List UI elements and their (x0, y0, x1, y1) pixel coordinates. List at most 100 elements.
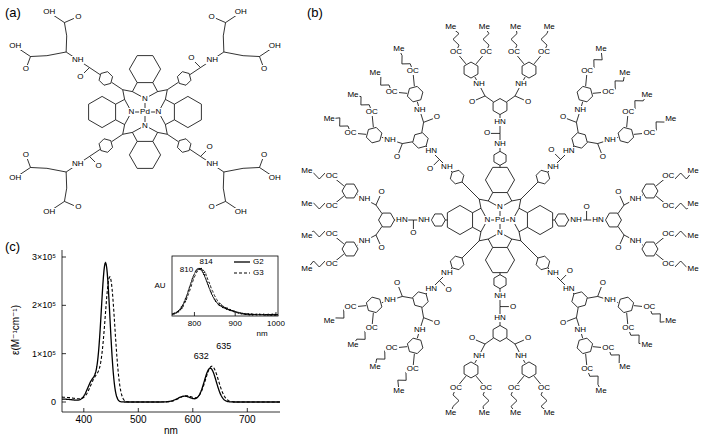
atom-label: NH (629, 195, 643, 203)
atom-label: OC (601, 344, 615, 352)
atom-label: NH (603, 296, 617, 304)
bond-line (521, 241, 538, 258)
panel-label: (a) (4, 6, 22, 19)
atom-label: Me (346, 91, 359, 99)
tick-label: 3×10⁵ (31, 253, 57, 262)
atom-label: Me (687, 167, 700, 175)
bond-line (64, 23, 66, 52)
atom-label: NH (440, 163, 454, 171)
atom-label: O (393, 153, 401, 161)
benzo-ring (447, 205, 472, 234)
atom-label: OC (507, 384, 521, 392)
benzo-ring (485, 247, 514, 272)
atom-label: Me (543, 23, 556, 31)
atom-label: Me (687, 232, 700, 240)
atom-label: NH (71, 56, 85, 64)
atom-label: OC (537, 48, 551, 56)
atom-label: OH (234, 208, 248, 216)
atom-label: O (599, 279, 607, 287)
atom-label: NH (413, 326, 427, 334)
atom-label: NH (546, 163, 560, 171)
atom-label: OC (642, 129, 656, 137)
atom-label: HN (591, 216, 605, 224)
atom-label: OC (325, 230, 339, 238)
atom-label: Me (664, 115, 677, 123)
benzene-ring (177, 139, 191, 153)
legend-text: G3 (253, 269, 264, 277)
bond-line (66, 52, 89, 68)
atom-label: OC (344, 303, 358, 311)
atom-label: O (559, 319, 567, 327)
atom-label: O (378, 188, 386, 196)
atom-label: Me (392, 387, 405, 395)
panel-label: (c) (4, 240, 21, 253)
atom-label: OC (642, 303, 656, 311)
benzene-ring (522, 362, 536, 378)
atom-label: NH (472, 352, 486, 360)
atom-label: OH (8, 174, 22, 182)
bond-line (89, 149, 100, 156)
tick-label: 900 (228, 320, 243, 328)
atom-label: HN (562, 285, 576, 293)
atom-label: OC (406, 365, 420, 373)
bond-line (521, 182, 538, 199)
atom-label: O (206, 143, 214, 151)
atom-label: OC (537, 384, 551, 392)
atom-label: NH (413, 106, 427, 114)
atom-label: OC (661, 260, 675, 268)
axis-title: ε(M⁻¹cm⁻¹) (11, 304, 21, 356)
atom-label: O (260, 151, 268, 159)
atom-label: Me (300, 200, 313, 208)
tick-mark (62, 402, 66, 403)
benzene-ring (407, 338, 422, 353)
bond-line (618, 227, 624, 235)
meso-bridge (512, 199, 521, 208)
atom-label: Me (346, 341, 359, 349)
bond-line (485, 96, 493, 102)
bond-line (422, 307, 424, 317)
benzene-ring (99, 72, 113, 86)
benzene-ring (413, 292, 428, 307)
atom-label: OC (580, 365, 594, 373)
atom-label: OH (268, 174, 282, 182)
atom-label: NH (629, 237, 643, 245)
atom-label: OC (661, 230, 675, 238)
atom-label: O (444, 286, 452, 294)
spectrum-chart (62, 250, 280, 412)
atom-label: Me (444, 409, 457, 417)
atom-label: OH (234, 8, 248, 16)
benzene-ring (342, 184, 358, 198)
atom-label: NH (569, 216, 583, 224)
atom-label: Me (369, 69, 382, 77)
atom-label: OC (661, 172, 675, 180)
benzene-ring (366, 297, 381, 312)
atom-label: OC (365, 324, 379, 332)
atom-label: OC (385, 344, 399, 352)
atom-label: OC (661, 202, 675, 210)
tick-mark (194, 312, 195, 316)
atom-label: N (496, 229, 504, 237)
benzene-ring (555, 214, 569, 226)
atom-label: O (433, 113, 441, 121)
atom-label: NH (514, 80, 528, 88)
atom-label: OC (365, 108, 379, 116)
atom-label: HN (493, 314, 507, 322)
atom-label: O (378, 244, 386, 252)
atom-label: O (260, 65, 268, 73)
atom-label: OC (621, 108, 635, 116)
axis-line (62, 250, 280, 412)
atom-label: HN (425, 147, 439, 155)
tick-label: 1000 (266, 320, 286, 328)
benzene-ring (642, 242, 658, 256)
panel-label: (b) (306, 6, 324, 19)
bond-line (462, 241, 479, 258)
atom-label: O (614, 188, 622, 196)
bond-line (507, 338, 515, 344)
tick-mark (83, 408, 84, 412)
benzene-ring (379, 213, 395, 227)
bond-line (445, 220, 447, 221)
bond-line (190, 68, 201, 75)
atom-label: HN (493, 118, 507, 126)
atom-label: OC (507, 48, 521, 56)
